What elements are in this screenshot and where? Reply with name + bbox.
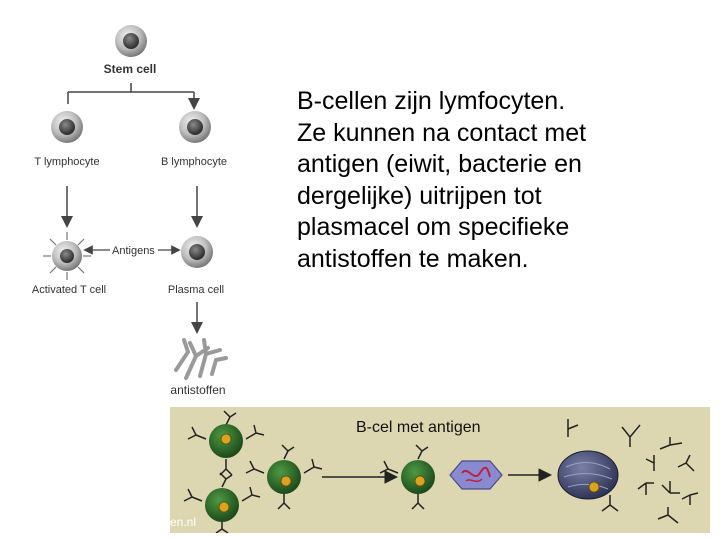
b-cell-antigen-panel: B-cel met antigen en.nl	[170, 407, 710, 533]
antigens-label: Antigens	[112, 245, 155, 257]
stem-cell-label: Stem cell	[104, 62, 157, 76]
antibodies-icon	[176, 340, 226, 378]
panel-title: B-cel met antigen	[356, 419, 481, 437]
b-lymphocyte-icon	[179, 111, 211, 143]
cell-differentiation-diagram: Stem cell T lymphocyte B lymphocyte Acti…	[0, 0, 290, 405]
plasma-cell-icon	[558, 451, 618, 499]
t-lymphocyte-label: T lymphocyte	[34, 156, 99, 168]
plasma-cell-icon	[181, 236, 213, 268]
slide-text-line: antistoffen te maken.	[297, 244, 707, 276]
activated-t-cell-icon	[43, 232, 91, 280]
slide-text-line: plasmacel om specifieke	[297, 212, 707, 244]
antigen-icon	[450, 461, 502, 489]
slide-text-line: Ze kunnen na contact met	[297, 118, 707, 150]
antibodies-label: antistoffen	[170, 383, 225, 397]
site-label: en.nl	[170, 515, 196, 529]
slide-text-line: dergelijke) uitrijpen tot	[297, 181, 707, 213]
slide-text-line: antigen (eiwit, bacterie en	[297, 149, 707, 181]
activated-t-cell-label: Activated T cell	[32, 284, 106, 296]
t-lymphocyte-icon	[51, 111, 83, 143]
slide-text: B-cellen zijn lymfocyten. Ze kunnen na c…	[297, 86, 707, 275]
b-lymphocyte-label: B lymphocyte	[161, 156, 227, 168]
branch-arrow	[68, 83, 194, 104]
slide-text-line: B-cellen zijn lymfocyten.	[297, 86, 707, 118]
stem-cell-icon	[115, 25, 147, 57]
plasma-cell-label: Plasma cell	[168, 284, 224, 296]
b-cell-icon	[246, 445, 322, 509]
